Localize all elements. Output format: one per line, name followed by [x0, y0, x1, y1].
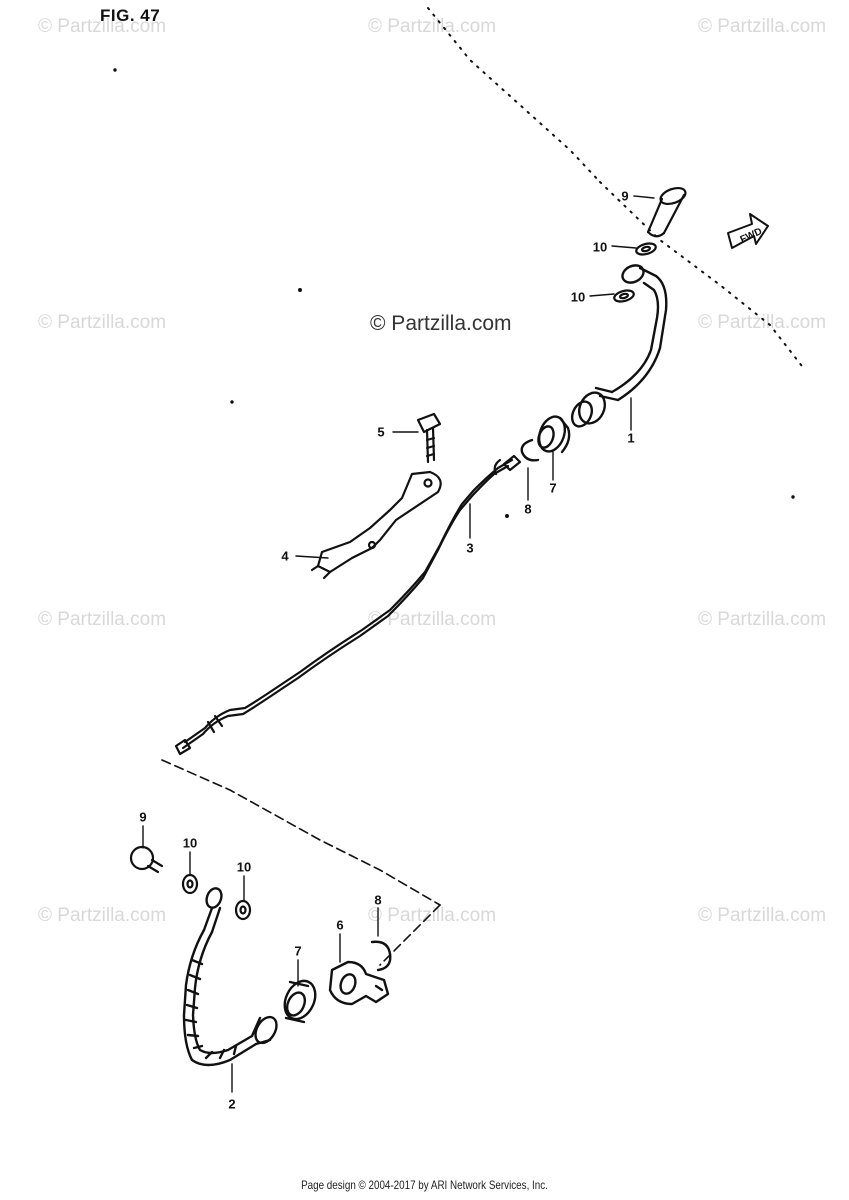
watermark: © Partzilla.com [38, 905, 167, 926]
callout-10: 10 [236, 859, 252, 875]
callout-9: 9 [139, 809, 147, 825]
brake-hose-lower [182, 887, 278, 1067]
watermark: © Partzilla.com [368, 16, 497, 37]
watermark: © Partzilla.com [698, 905, 827, 926]
dot [298, 288, 302, 292]
washer-bottom [234, 899, 252, 921]
callout-8: 8 [524, 501, 532, 517]
callout-10: 10 [182, 835, 198, 851]
reference-line [599, 181, 806, 371]
watermark: © Partzilla.com [368, 905, 497, 926]
watermark: © Partzilla.com [38, 16, 167, 37]
callout-10: 10 [592, 239, 608, 255]
dot [113, 68, 117, 72]
grommet-top [537, 415, 571, 454]
footer-copyright: Page design © 2004-2017 by ARI Network S… [301, 1178, 548, 1192]
clip-top [520, 438, 540, 462]
callout-2: 2 [228, 1096, 236, 1112]
washer-top [613, 289, 635, 303]
callout-4: 4 [281, 548, 289, 564]
watermark: © Partzilla.com [38, 609, 167, 630]
callout-3: 3 [466, 540, 474, 556]
washer-top [635, 242, 657, 256]
bracket [310, 470, 442, 580]
watermark: © Partzilla.com [38, 312, 167, 333]
watermark: © Partzilla.com [698, 16, 827, 37]
dot [505, 514, 509, 518]
watermark: © Partzilla.com [368, 609, 497, 630]
leader-lines [142, 195, 655, 1093]
retaining-plate [328, 960, 390, 1006]
bracket-bolt [416, 412, 442, 464]
fwd-arrow-icon [727, 213, 769, 249]
union-bolt-bottom [129, 845, 164, 874]
callout-8: 8 [374, 892, 382, 908]
reference-line [161, 759, 441, 906]
callout-1: 1 [627, 430, 635, 446]
watermark: © Partzilla.com [698, 312, 827, 333]
clip-bottom [370, 940, 392, 972]
grommet-bottom [283, 979, 317, 1024]
callout-6: 6 [336, 917, 344, 933]
brake-hose-upper [570, 264, 668, 428]
callout-10: 10 [570, 289, 586, 305]
washer-bottom [181, 873, 199, 895]
reference-line [427, 7, 601, 183]
dot [791, 495, 795, 499]
dot [230, 400, 234, 404]
union-bolt-top [646, 186, 687, 238]
reference-line [379, 904, 441, 966]
callout-5: 5 [377, 424, 385, 440]
callout-9: 9 [621, 188, 629, 204]
brake-pipe [174, 454, 522, 756]
watermark-main: © Partzilla.com [370, 312, 512, 335]
figure-label: FIG. 47 [100, 6, 161, 25]
watermark: © Partzilla.com [698, 609, 827, 630]
callout-7: 7 [549, 480, 557, 496]
callout-7: 7 [294, 943, 302, 959]
